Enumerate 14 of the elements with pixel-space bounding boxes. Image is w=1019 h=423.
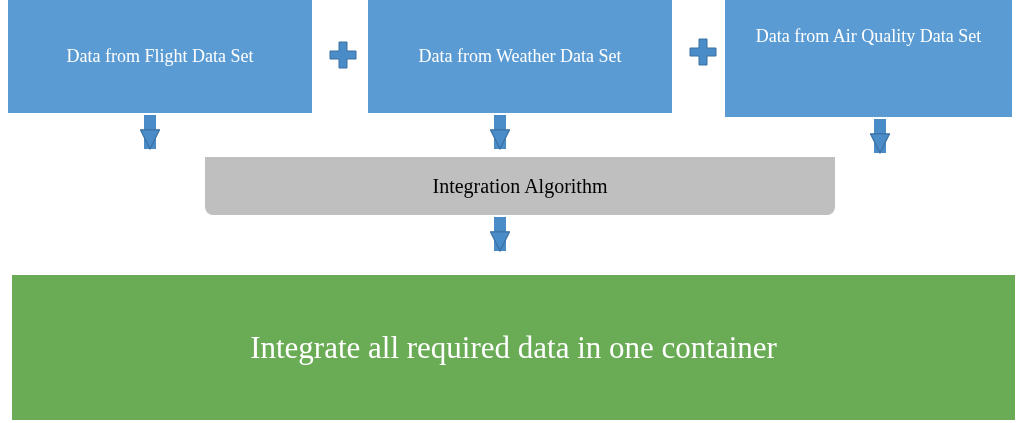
- node-label: Data from Flight Data Set: [66, 46, 254, 67]
- data-source-box: [8, 0, 312, 113]
- data-source-box: [368, 0, 672, 113]
- node-label: Integration Algorithm: [432, 174, 608, 198]
- node-label: Data from Air Quality Data Set: [755, 26, 982, 47]
- node-label: Integrate all required data in one container: [250, 329, 777, 366]
- block-arrow: [489, 217, 511, 252]
- result-box: [12, 275, 1015, 420]
- block-arrow: [139, 115, 161, 150]
- data-source-box: [725, 0, 1012, 117]
- node-label: Data from Weather Data Set: [418, 46, 622, 67]
- process-box: [205, 157, 835, 215]
- block-arrow: [489, 115, 511, 150]
- block-arrow: [869, 119, 891, 154]
